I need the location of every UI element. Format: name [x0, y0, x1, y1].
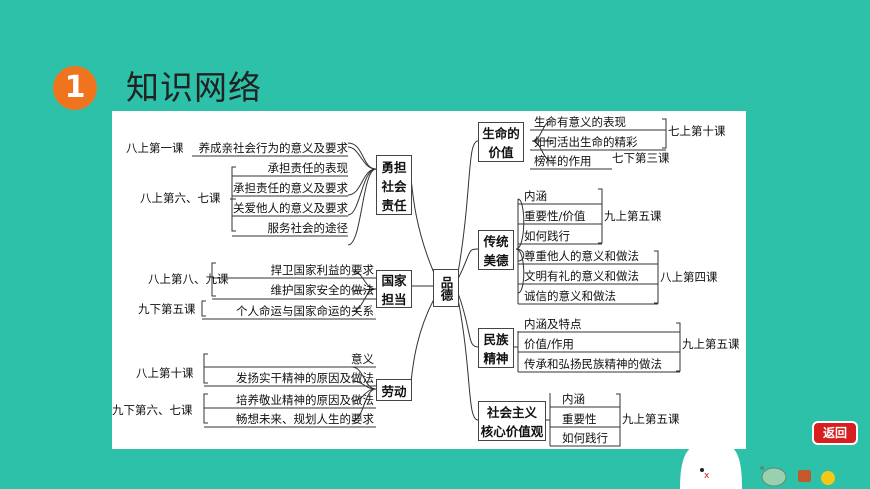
- right-item: 价值/作用: [524, 337, 574, 351]
- left-item: 维护国家安全的做法: [270, 283, 375, 297]
- lesson-source: 七上第十课: [668, 124, 726, 138]
- left-item: 承担责任的意义及要求: [233, 181, 348, 195]
- lesson-source: 七下第三课: [612, 151, 670, 165]
- svg-text:x: x: [704, 471, 710, 481]
- topic-line: 传统: [483, 234, 509, 249]
- right-item: 重要性: [562, 412, 597, 426]
- lesson-source: 八上第十课: [136, 366, 194, 380]
- right-item: 如何践行: [524, 229, 570, 243]
- left-item: 承担责任的表现: [267, 161, 349, 175]
- center-label: 品德: [438, 275, 454, 301]
- topic-national-duty: 国家 担当: [376, 270, 412, 308]
- left-item: 培养敬业精神的原因及做法: [236, 393, 374, 407]
- left-item: 个人命运与国家命运的关系: [236, 304, 374, 318]
- lesson-source: 九下第六、七课: [112, 403, 193, 417]
- topic-line: 社会主义: [486, 405, 537, 420]
- right-item: 文明有礼的意义和做法: [524, 269, 639, 283]
- right-item: 内涵: [562, 392, 585, 406]
- mascot-illustration: x: [680, 442, 835, 489]
- topic-line: 国家: [381, 273, 407, 288]
- topic-line: 社会: [381, 178, 407, 194]
- right-item: 如何活出生命的精彩: [534, 135, 638, 149]
- topic-line: 责任: [381, 197, 407, 213]
- lesson-source: 八上第六、七课: [140, 191, 221, 205]
- lesson-source: 九上第五课: [682, 337, 740, 351]
- topic-line: 核心价值观: [480, 424, 544, 439]
- mind-map-panel: 品德 勇担 社会 责任 国家 担当 劳动 生命的 价值 传统 美德 民族 精神 …: [112, 111, 746, 449]
- topic-national-spirit: 民族 精神: [478, 328, 514, 368]
- topic-responsibility: 勇担 社会 责任: [376, 155, 412, 215]
- topic-labor: 劳动: [376, 379, 412, 401]
- mind-map-lines: [192, 118, 681, 447]
- topic-line: 劳动: [381, 383, 407, 399]
- left-item: 发扬实干精神的原因及做法: [236, 371, 374, 385]
- topic-core-values: 社会主义 核心价值观: [478, 401, 546, 441]
- right-item: 如何践行: [562, 431, 608, 445]
- lesson-source: 九下第五课: [138, 302, 196, 316]
- lesson-source: 八上第四课: [660, 270, 718, 284]
- lesson-source: 九上第五课: [604, 209, 662, 223]
- topic-life-value: 生命的 价值: [478, 122, 524, 162]
- right-item: 榜样的作用: [534, 154, 592, 168]
- topic-line: 精神: [483, 351, 509, 366]
- right-item: 传承和弘扬民族精神的做法: [524, 357, 662, 371]
- right-item: 重要性/价值: [524, 209, 586, 223]
- topic-line: 民族: [483, 332, 509, 347]
- right-item: 生命有意义的表现: [534, 115, 626, 129]
- section-number-badge: 1: [53, 66, 97, 110]
- topic-line: 美德: [483, 253, 509, 268]
- topic-line: 生命的: [482, 126, 520, 141]
- left-item: 意义: [351, 352, 374, 366]
- right-item: 尊重他人的意义和做法: [524, 249, 639, 263]
- right-item: 诚信的意义和做法: [524, 289, 616, 303]
- left-item: 捍卫国家利益的要求: [270, 263, 375, 277]
- back-button[interactable]: 返回: [812, 421, 858, 445]
- topic-line: 价值: [488, 145, 514, 160]
- center-node: 品德: [433, 269, 459, 307]
- topic-virtue: 传统 美德: [478, 230, 514, 270]
- lesson-source: 九上第五课: [622, 412, 680, 426]
- right-item: 内涵及特点: [524, 317, 582, 331]
- left-item: 养成亲社会行为的意义及要求: [198, 141, 349, 155]
- left-item: 关爱他人的意义及要求: [233, 201, 348, 215]
- lesson-source: 八上第八、九课: [148, 272, 229, 286]
- topic-line: 勇担: [381, 159, 407, 175]
- left-item: 畅想未来、规划人生的要求: [236, 412, 374, 426]
- page-title: 知识网络: [126, 68, 262, 107]
- topic-line: 担当: [381, 292, 407, 307]
- lesson-source: 八上第一课: [126, 141, 184, 155]
- left-item: 服务社会的途径: [267, 221, 349, 235]
- right-item: 内涵: [524, 189, 547, 203]
